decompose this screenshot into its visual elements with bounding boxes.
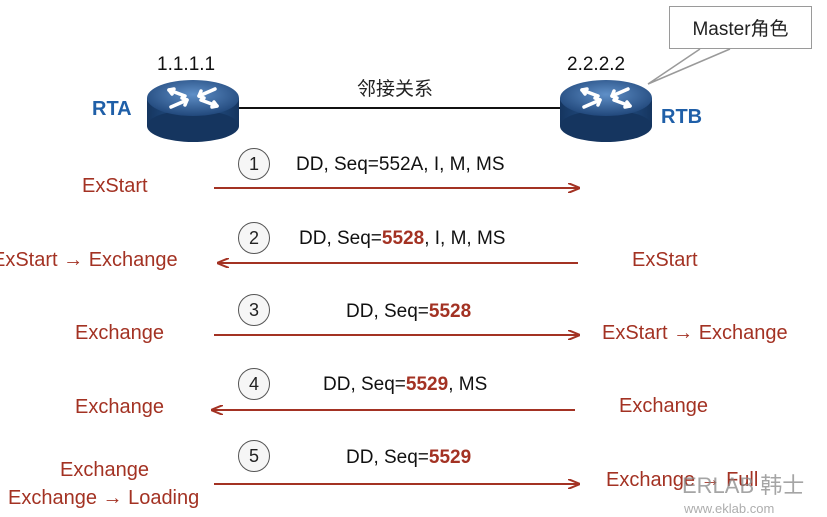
- master-role-callout: Master角色: [669, 6, 812, 49]
- rtb-state-4: Exchange → Full: [606, 469, 759, 491]
- step-number-5: 5: [238, 440, 270, 472]
- rtb-state-3: Exchange: [619, 395, 708, 417]
- step-message-4: DD, Seq=5529, MS: [323, 374, 488, 395]
- adjacency-label: 邻接关系: [357, 79, 434, 100]
- rta-state-5: Exchange: [60, 459, 149, 481]
- watermark-logo: ERLAB 韩士: [682, 473, 805, 498]
- rtb-ip-label: 2.2.2.2: [567, 54, 626, 75]
- rtb-name-label: RTB: [661, 106, 703, 128]
- rta-state-1: ExStart: [82, 175, 148, 197]
- rta-state-4: Exchange: [75, 396, 164, 418]
- rta-state-3: Exchange: [75, 322, 164, 344]
- step-number-4: 4: [238, 368, 270, 400]
- step-message-5: DD, Seq=5529: [346, 447, 472, 468]
- rtb-state-2: ExStart → Exchange: [602, 322, 788, 344]
- watermark-url: www.eklab.com: [684, 501, 775, 516]
- router-icon-rta: [145, 78, 241, 144]
- rta-ip-label: 1.1.1.1: [157, 54, 216, 75]
- step-message-3: DD, Seq=5528: [346, 301, 472, 322]
- rta-name-label: RTA: [92, 98, 132, 120]
- rta-state-6: Exchange → Loading: [8, 487, 200, 509]
- callout-pointer: [647, 48, 731, 85]
- router-icon-rtb: [558, 78, 654, 144]
- rta-state-2: ExStart → Exchange: [0, 249, 178, 271]
- step-message-2: DD, Seq=5528, I, M, MS: [299, 228, 506, 249]
- step-number-3: 3: [238, 294, 270, 326]
- rtb-state-1: ExStart: [632, 249, 698, 271]
- step-message-1: DD, Seq=552A, I, M, MS: [296, 154, 505, 175]
- step-number-1: 1: [238, 148, 270, 180]
- step-number-2: 2: [238, 222, 270, 254]
